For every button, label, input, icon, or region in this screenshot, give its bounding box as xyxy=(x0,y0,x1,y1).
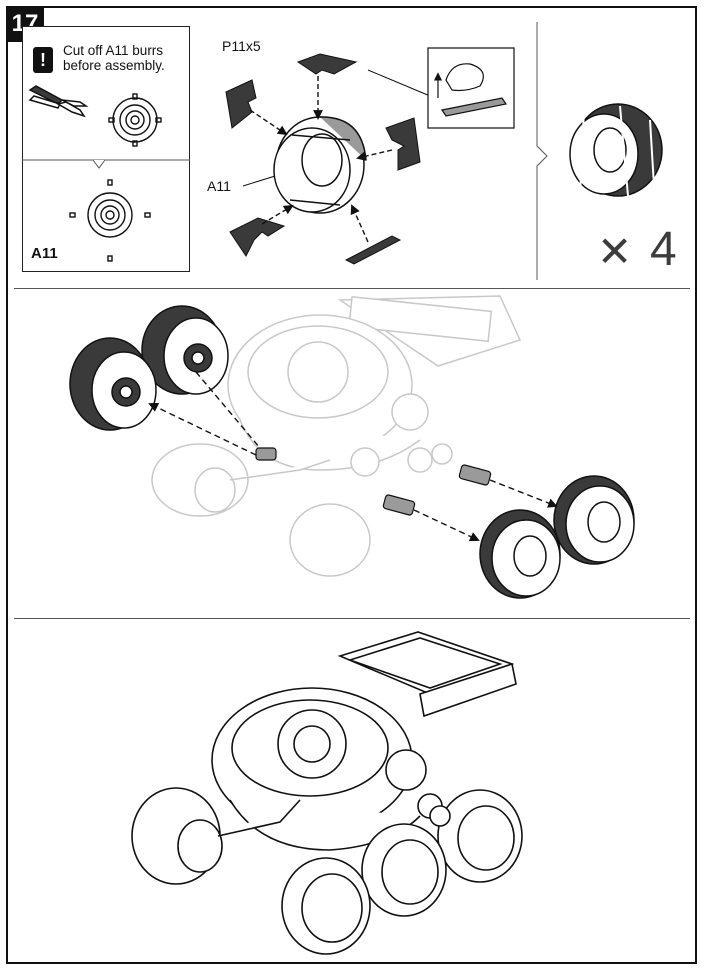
p11-tread-piece-left xyxy=(225,79,257,129)
axle-pins xyxy=(255,447,492,516)
section-divider-2 xyxy=(14,618,690,619)
a11-part-label: A11 xyxy=(207,178,231,194)
multiply-icon: ✕ xyxy=(597,227,633,276)
rover-body-faded xyxy=(151,295,522,577)
note-divider-arrow xyxy=(92,159,106,169)
p11-tread-piece-top xyxy=(296,53,358,75)
burr-note-line-2: before assembly. xyxy=(63,58,165,73)
note-part-label: A11 xyxy=(31,245,58,262)
exclamation-icon: ! xyxy=(33,47,53,73)
p11-tread-piece-right xyxy=(385,117,421,171)
right-tire-rear xyxy=(553,475,635,565)
wheel-trimmed xyxy=(69,179,151,262)
p11-tread-piece-bottom xyxy=(344,235,402,265)
page-frame xyxy=(6,6,697,964)
p11-count-label: P11x5 xyxy=(222,38,261,54)
wheel-with-burrs-top xyxy=(108,93,162,147)
finger-press-icon xyxy=(433,63,507,117)
burr-note-panel: ! Cut off A11 burrs before assembly. A11 xyxy=(22,26,190,272)
a11-wheel-hub xyxy=(273,116,367,214)
left-tire-front xyxy=(141,305,229,395)
section-divider-1 xyxy=(14,288,690,289)
right-tire-front xyxy=(479,509,561,599)
p11-tread-piece-bottom-left xyxy=(229,217,286,257)
side-cutter-icon xyxy=(28,85,89,118)
side-wheel-hub xyxy=(385,749,427,791)
quantity-label: 4 xyxy=(650,223,677,276)
left-tire-rear xyxy=(69,337,157,431)
burr-note-line-1: Cut off A11 burrs xyxy=(63,43,164,58)
burr-note-text: Cut off A11 burrs before assembly. xyxy=(63,43,191,73)
